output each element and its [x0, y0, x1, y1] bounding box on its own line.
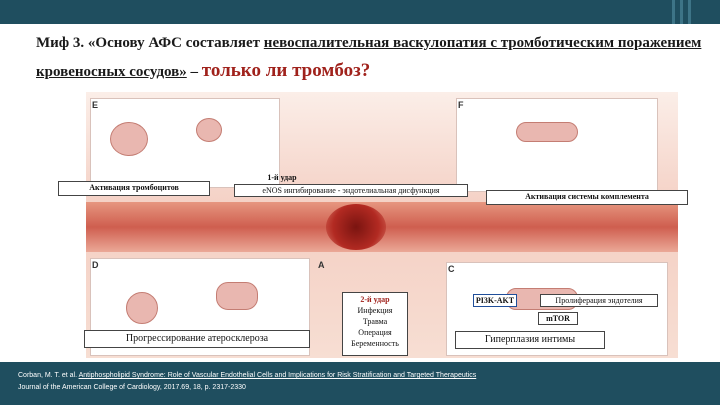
label-atherosclerosis-progression: Прогрессирование атеросклероза: [84, 330, 310, 348]
label-endothelial-proliferation: Пролиферация эндотелия: [540, 294, 658, 307]
panel-f: [456, 98, 658, 192]
label-second-hit: 2-й удар: [360, 295, 390, 304]
citation-journal: Journal of the American College of Cardi…: [18, 384, 246, 391]
macrophage-cell: [126, 292, 158, 324]
second-hit-item: Инфекция: [357, 306, 393, 315]
label-first-hit: 1-й удар: [267, 173, 297, 182]
citation-line-1: Corban, M. T. et al. Antiphospholipid Sy…: [18, 372, 476, 379]
panel-label-d: D: [92, 260, 99, 270]
top-bar-stripe: [680, 0, 683, 24]
endothelial-cell: [516, 122, 578, 142]
title-part-3: –: [186, 64, 202, 80]
second-hit-item: Операция: [358, 328, 392, 337]
panel-label-a: A: [318, 260, 325, 270]
top-bar: [0, 0, 720, 24]
panel-label-e: E: [92, 100, 99, 110]
top-bar-stripe: [688, 0, 691, 24]
label-mtor: mTOR: [538, 312, 578, 325]
label-platelet-activation: Активация тромбоцитов: [58, 181, 210, 196]
title-part-2: невоспалительная васкулопатия с тромботи…: [36, 35, 702, 80]
citation-bar: [0, 362, 720, 405]
slide-title: Миф 3. «Основу АФС составляет невоспалит…: [36, 30, 706, 86]
second-hit-item: Травма: [362, 317, 388, 326]
second-hit-item: Беременность: [351, 339, 399, 348]
label-complement-activation: Активация системы комплемента: [486, 190, 688, 205]
panel-label-f: F: [458, 100, 464, 110]
panel-label-c: C: [448, 264, 455, 274]
title-part-1: Миф 3. «Основу АФС составляет: [36, 35, 264, 51]
label-pi3k-akt: PI3K-AKT: [473, 294, 517, 307]
second-hit-box: 2-й удар Инфекция Травма Операция Береме…: [342, 292, 408, 356]
platelet-cell: [110, 122, 148, 156]
platelet-cell: [196, 118, 222, 142]
thrombus: [326, 204, 386, 250]
citation-authors: Corban, M. T. et al.: [18, 372, 79, 379]
title-emphasis: только ли тромбоз?: [201, 60, 371, 81]
citation-article-link[interactable]: Antiphospholipid Syndrome: Role of Vascu…: [78, 372, 477, 379]
label-enos-inhibition: eNOS ингибирование - эндотелиальная дисф…: [234, 184, 468, 197]
label-intimal-hyperplasia: Гиперплазия интимы: [455, 331, 605, 349]
foam-cell: [216, 282, 258, 310]
top-bar-stripe: [672, 0, 675, 24]
